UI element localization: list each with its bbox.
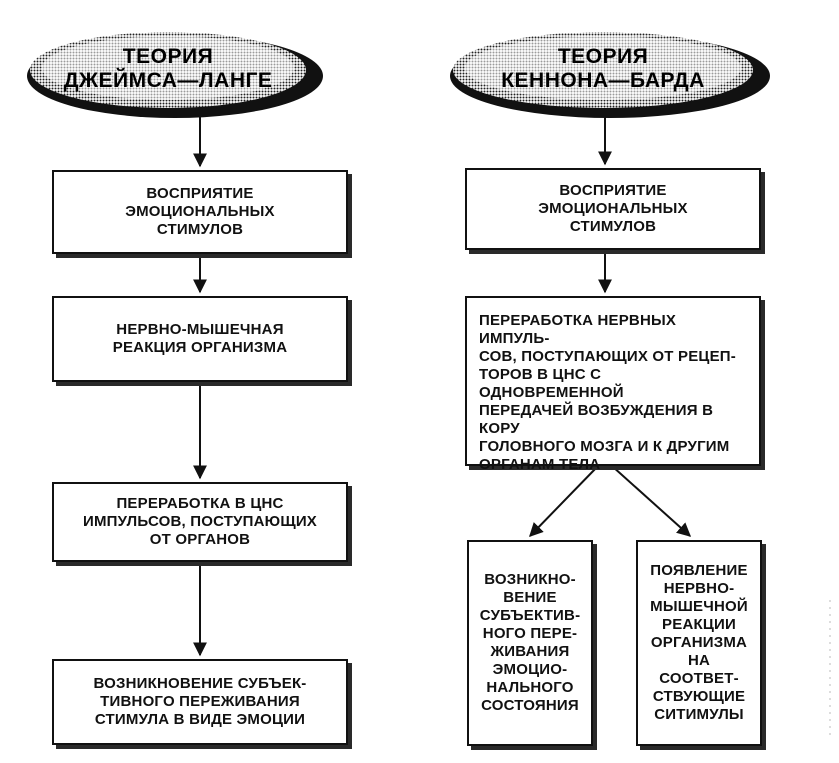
left-step-neuromuscular-reaction: НЕРВНО-МЫШЕЧНАЯ РЕАКЦИЯ ОРГАНИЗМА	[52, 296, 348, 382]
arrow-right-3	[529, 465, 599, 538]
arrow-right-4	[611, 465, 692, 537]
right-branch-subjective-experience: ВОЗНИКНО- ВЕНИЕ СУБЪЕКТИВ- НОГО ПЕРЕ- ЖИ…	[467, 540, 593, 746]
left-step-cns-processing: ПЕРЕРАБОТКА В ЦНС ИМПУЛЬСОВ, ПОСТУПАЮЩИХ…	[52, 482, 348, 562]
right-step-perception: ВОСПРИЯТИЕ ЭМОЦИОНАЛЬНЫХ СТИМУЛОВ	[465, 168, 761, 250]
right-theory-title: ТЕОРИЯ КЕННОНА—БАРДА	[501, 45, 705, 92]
right-step-cns-processing: ПЕРЕРАБОТКА НЕРВНЫХ ИМПУЛЬ- СОВ, ПОСТУПА…	[465, 296, 761, 473]
right-title-ellipse	[450, 32, 770, 118]
right-branch-neuromuscular-reaction: ПОЯВЛЕНИЕ НЕРВНО- МЫШЕЧНОЙ РЕАКЦИИ ОРГАН…	[636, 540, 762, 746]
left-title-ellipse	[27, 32, 323, 118]
left-step-perception: ВОСПРИЯТИЕ ЭМОЦИОНАЛЬНЫХ СТИМУЛОВ	[52, 170, 348, 254]
left-theory-title: ТЕОРИЯ ДЖЕЙМСА—ЛАНГЕ	[63, 45, 273, 92]
left-step-emotion-experience: ВОЗНИКНОВЕНИЕ СУБЪЕК- ТИВНОГО ПЕРЕЖИВАНИ…	[52, 659, 348, 745]
